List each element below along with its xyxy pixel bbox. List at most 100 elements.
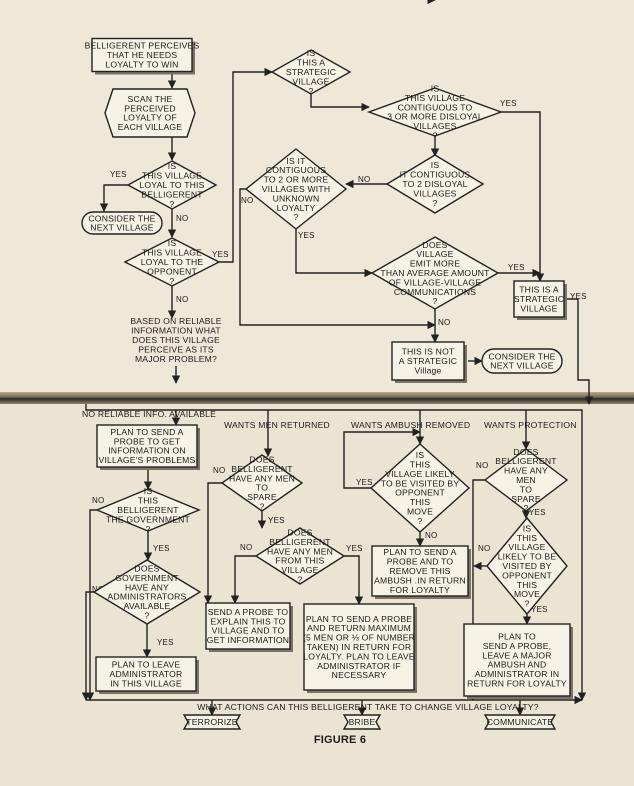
node-text-strategic-q: IS xyxy=(307,48,316,58)
node-text-based: DOES THIS VILLAGE xyxy=(132,335,220,345)
node-text-communicate: COMMUNICATE xyxy=(487,717,554,727)
node-text-based: INFORMATION WHAT xyxy=(131,326,221,336)
node-text-emit: OF VILLAGE-VILLAGE xyxy=(389,277,482,287)
node-text-men-spare: HAVE ANY MEN xyxy=(229,473,295,483)
node-text-men-from: HAVE ANY MEN xyxy=(267,546,333,556)
node-text-gov-admin: HAVE ANY xyxy=(125,582,169,592)
node-text-gov-admin: GOVERNMENT xyxy=(115,573,179,583)
edge-label-no: NO xyxy=(425,531,437,540)
node-text-contig3: ? xyxy=(433,131,438,141)
node-text-based: BASED ON RELIABLE xyxy=(130,316,221,326)
node-text-visited-amb: MOVE xyxy=(407,507,433,517)
node-text-prot-visited: VILLAGE xyxy=(508,542,545,552)
node-text-strategic-q: VILLAGE xyxy=(292,76,329,86)
node-bribe: BRIBE xyxy=(342,714,382,730)
node-text-visited-amb: THIS xyxy=(410,460,430,470)
node-text-plan-return: NECESSARY xyxy=(332,670,387,680)
connector xyxy=(343,427,421,489)
node-text-plan-return: LOYALTY. PLAN TO LEAVE xyxy=(303,651,414,661)
node-text-plan-return: PLAN TO SEND A PROBE xyxy=(306,614,412,624)
node-text-loyal-this: LOYAL TO THIS xyxy=(139,180,204,190)
node-text-contig2-unknown: LOYALTY xyxy=(277,203,316,213)
node-text-plan-probe: PLAN TO SEND A xyxy=(110,427,183,437)
connector xyxy=(310,94,370,112)
node-text-start: BELLIGERENT PERCEIVES xyxy=(85,41,200,51)
node-text-prot-spare: SPARE xyxy=(511,494,541,504)
node-text-consider-left: CONSIDER THE xyxy=(88,213,155,223)
connector xyxy=(81,591,94,701)
node-text-prot-visited: LIKELY TO BE xyxy=(498,552,557,562)
node-text-prot-spare: BELLIGERENT xyxy=(495,456,557,466)
node-text-not-strategic: A STRATEGIC xyxy=(399,356,457,366)
node-text-loyal-opp: LOYAL TO THE xyxy=(141,257,204,267)
node-text-loyal-this: ? xyxy=(170,199,175,209)
node-text-plan-leave: ADMINISTRATOR xyxy=(110,669,183,679)
node-text-prot-visited: THIS xyxy=(517,580,537,590)
node-text-prot-spare: TO xyxy=(520,484,532,494)
node-text-plan-ambush: AMBUSH AND xyxy=(488,660,547,670)
node-text-contig3: THIS VILLAGE xyxy=(405,93,465,103)
node-text-is-gov: THE GOVERNMENT xyxy=(106,514,191,524)
connector xyxy=(295,229,373,278)
connector xyxy=(219,67,273,263)
node-text-emit: ? xyxy=(433,296,438,306)
node-text-send-probe-explain: EXPLAIN THIS TO xyxy=(210,616,285,626)
node-text-visited-amb: THIS xyxy=(410,497,430,507)
node-text-plan-return: TAKEN) IN RETURN FOR xyxy=(307,642,412,652)
node-text-plan-remove: PROBE AND TO xyxy=(387,557,454,567)
edge-label-yes: YES xyxy=(298,231,315,240)
node-text-gov-admin: ADMINISTRATORS xyxy=(108,592,187,602)
node-text-not-strategic: THIS IS NOT xyxy=(402,347,455,357)
node-text-scan: SCAN THE xyxy=(128,94,173,104)
node-text-plan-probe: PROBE TO GET xyxy=(114,436,181,446)
node-text-emit: COMMUNICATIONS xyxy=(394,287,476,297)
edge-label-no: NO xyxy=(176,214,188,223)
node-text-contig2: TO 2 DISLOYAL xyxy=(402,179,467,189)
node-text-is-gov: BELLIGERENT xyxy=(117,505,179,515)
connector xyxy=(501,111,545,282)
node-text-contig2: VILLAGES xyxy=(413,188,456,198)
connector xyxy=(99,184,128,212)
node-text-loyal-this: IS xyxy=(168,161,177,171)
connector xyxy=(230,555,256,604)
edge-label-yes: YES xyxy=(110,170,127,179)
node-text-emit: THAN AVERAGE AMOUNT xyxy=(380,268,490,278)
node-text-contig2-unknown: VILLAGES WITH xyxy=(262,184,331,194)
node-terrorize: TERRORIZE xyxy=(182,714,242,730)
edge-label-no: NO xyxy=(358,175,370,184)
figure-caption: FIGURE 6 xyxy=(314,734,366,746)
node-text-visited-amb: IS xyxy=(416,450,425,460)
node-text-visited-amb: VILLAGE LIKELY xyxy=(385,469,455,479)
node-text-prot-visited: OPPONENT xyxy=(502,570,552,580)
node-text-consider-right: NEXT VILLAGE xyxy=(490,361,553,371)
edge-label-no: NO xyxy=(476,461,488,470)
node-text-plan-probe: VILLAGE'S PROBLEMS xyxy=(99,455,196,465)
node-text-plan-remove: FOR LOYALTY xyxy=(390,585,450,595)
node-text-men-spare: BELLIGERENT xyxy=(231,464,293,474)
node-text-emit: EMIT MORE xyxy=(410,259,460,269)
node-text-prot-spare: MEN xyxy=(516,475,536,485)
node-text-strategic-yes: THIS IS A xyxy=(519,285,559,295)
edge-label-yes: YES xyxy=(153,544,170,553)
node-text-men-spare: SPARE xyxy=(247,492,277,502)
node-text-start: LOYALTY TO WIN xyxy=(105,59,178,69)
node-text-loyal-this: BELLIGERENT xyxy=(141,189,203,199)
connector xyxy=(85,509,97,701)
node-text-scan: EACH VILLAGE xyxy=(118,122,183,132)
